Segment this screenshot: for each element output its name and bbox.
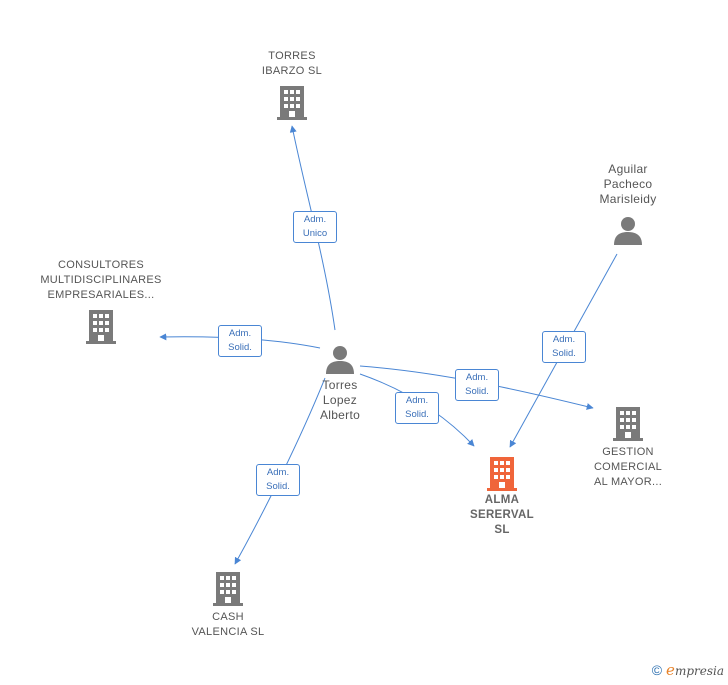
building-icon bbox=[613, 407, 643, 441]
building-icon bbox=[487, 457, 517, 491]
node-label: CASH VALENCIA SL bbox=[191, 611, 265, 638]
edge-label-to-cash: Adm. Solid. bbox=[256, 464, 300, 496]
node-torres-ibarzo[interactable]: TORRES IBARZO SL bbox=[232, 49, 352, 120]
building-icon bbox=[213, 572, 243, 606]
edge-label-to-consultores: Adm. Solid. bbox=[218, 325, 262, 357]
edge-label-aguilar-to-alma: Adm. Solid. bbox=[542, 331, 586, 363]
node-gestion[interactable]: GESTION COMERCIAL AL MAYOR... bbox=[572, 405, 684, 490]
node-alma[interactable]: ALMA SERERVAL SL bbox=[450, 455, 554, 538]
node-label: TORRES IBARZO SL bbox=[261, 50, 323, 77]
edge-label-to-torres-ibarzo: Adm. Unico bbox=[293, 211, 337, 243]
edge-label-to-gestion: Adm. Solid. bbox=[455, 369, 499, 401]
edge-label-to-alma: Adm. Solid. bbox=[395, 392, 439, 424]
node-label: Torres Lopez Alberto bbox=[319, 378, 361, 422]
person-icon bbox=[326, 346, 354, 374]
footer-branding: © empresia bbox=[652, 661, 724, 679]
building-icon bbox=[277, 86, 307, 120]
node-consultores[interactable]: CONSULTORES MULTIDISCIPLINARES EMPRESARI… bbox=[28, 258, 174, 344]
copyright-icon: © bbox=[651, 662, 663, 678]
building-icon bbox=[86, 310, 116, 344]
node-label: GESTION COMERCIAL AL MAYOR... bbox=[593, 446, 663, 488]
node-label: Aguilar Pacheco Marisleidy bbox=[599, 162, 657, 206]
node-aguilar[interactable]: Aguilar Pacheco Marisleidy bbox=[580, 162, 676, 245]
node-label: ALMA SERERVAL SL bbox=[470, 494, 534, 536]
node-torres-lopez[interactable]: Torres Lopez Alberto bbox=[300, 344, 380, 423]
person-icon bbox=[614, 217, 642, 245]
brand-logo: empresia bbox=[666, 661, 724, 679]
node-cash[interactable]: CASH VALENCIA SL bbox=[178, 570, 278, 640]
node-label: CONSULTORES MULTIDISCIPLINARES EMPRESARI… bbox=[40, 259, 162, 301]
